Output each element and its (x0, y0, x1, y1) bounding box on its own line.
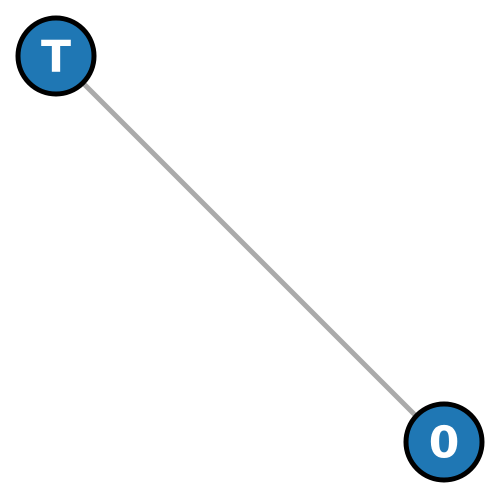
node-0[interactable]: 0 (403, 401, 485, 483)
nodes-layer: T 0 (15, 15, 485, 483)
node-t-label: T (41, 32, 71, 83)
node-0-label: 0 (429, 418, 460, 469)
node-t[interactable]: T (15, 15, 97, 97)
edge-t-0 (54, 54, 446, 446)
node-t-circle (15, 15, 97, 97)
edges-layer (54, 54, 446, 446)
node-0-circle (403, 401, 485, 483)
